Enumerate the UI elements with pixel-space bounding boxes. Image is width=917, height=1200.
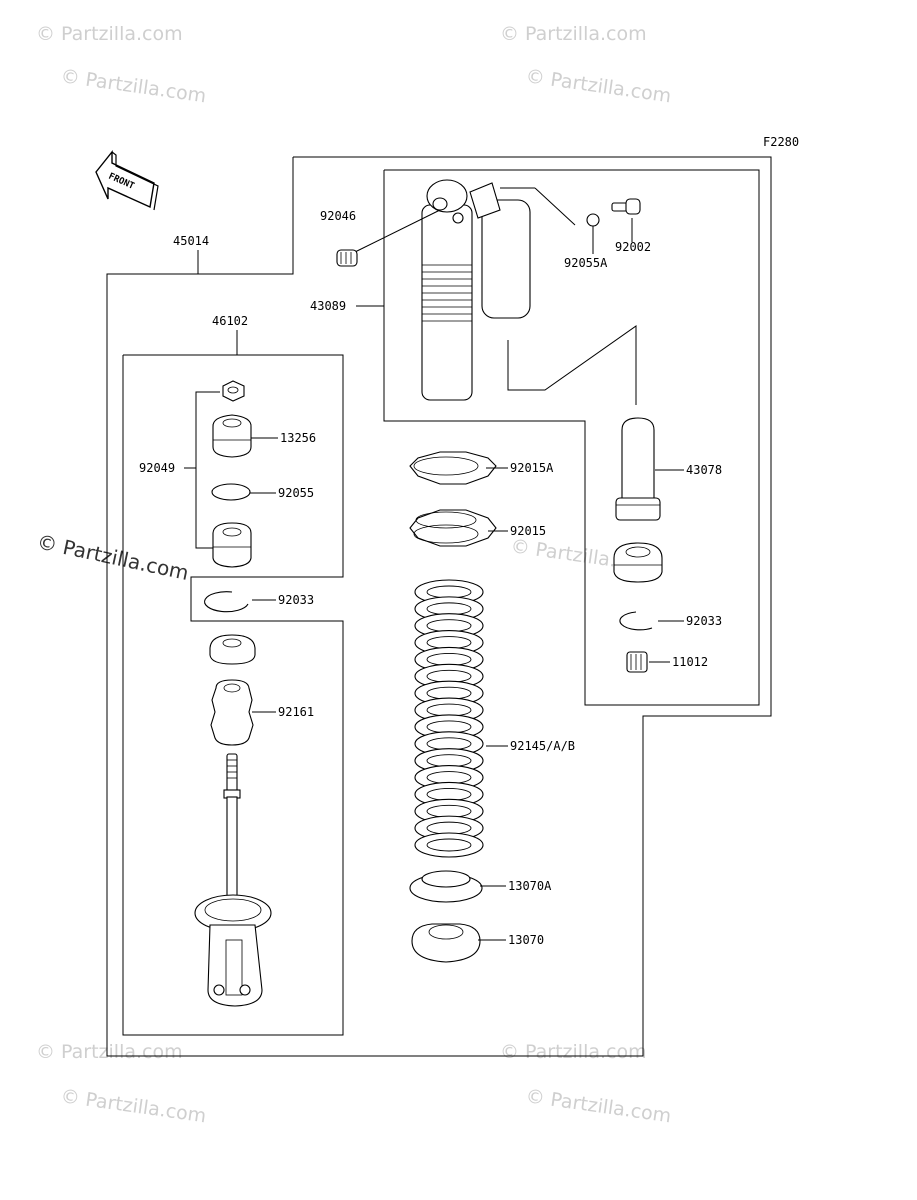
label-45014: 45014 <box>173 234 209 248</box>
label-13070: 13070 <box>508 933 544 947</box>
watermark: © Partzilla.com <box>500 1041 647 1063</box>
watermark: © Partzilla.com <box>500 23 647 45</box>
watermark: © Partzilla.com <box>524 65 672 107</box>
part-11012 <box>626 651 648 673</box>
label-92055: 92055 <box>278 486 314 500</box>
spring-coil-inner <box>426 653 472 666</box>
part-92015 <box>409 509 497 547</box>
spring-coil-inner <box>426 821 472 835</box>
label-92046: 92046 <box>320 209 356 223</box>
label-13256: 13256 <box>280 431 316 445</box>
spring-coil-inner <box>426 720 472 734</box>
part-92046 <box>336 249 358 267</box>
spring-coil-inner <box>426 686 472 700</box>
label-46102: 46102 <box>212 314 248 328</box>
watermark: © Partzilla.com <box>59 65 207 107</box>
part-13070 <box>411 923 481 963</box>
watermark: © Partzilla.com <box>36 1041 183 1063</box>
label-92002: 92002 <box>615 240 651 254</box>
spring-coil-inner <box>426 602 472 616</box>
watermark: © Partzilla.com <box>36 23 183 45</box>
part-92033-left <box>204 591 249 613</box>
spring-coil-inner <box>426 619 472 633</box>
label-92015: 92015 <box>510 524 546 538</box>
part-reservoir-seal <box>613 542 663 583</box>
spring-coil-inner <box>426 636 472 650</box>
assembly-outline-43089 <box>383 169 760 706</box>
part-92161 <box>210 679 254 746</box>
assembly-outline-46102 <box>122 354 344 1036</box>
watermark: © Partzilla.com <box>35 529 191 585</box>
shock-body-43089 <box>421 179 531 401</box>
part-labels: 45014 46102 43089 92046 92002 92055A 132… <box>139 209 722 947</box>
label-13070A: 13070A <box>508 879 552 893</box>
assembly-outline-45014 <box>106 156 772 1057</box>
spring-coil-inner <box>426 669 472 683</box>
part-92033-right <box>619 611 653 631</box>
label-92145-a-b: 92145/A/B <box>510 739 575 753</box>
part-seal-lower <box>212 522 252 568</box>
label-92015A: 92015A <box>510 461 554 475</box>
spring-coil-inner <box>426 754 472 768</box>
label-43078: 43078 <box>686 463 722 477</box>
label-92161: 92161 <box>278 705 314 719</box>
label-43089: 43089 <box>310 299 346 313</box>
part-13256 <box>212 414 252 458</box>
label-92033: 92033 <box>278 593 314 607</box>
spring-coil-inner <box>426 838 472 852</box>
part-92002 <box>611 198 641 215</box>
figure-code: F2280 <box>763 135 799 149</box>
part-92055A <box>586 213 600 227</box>
spring-coil-inner <box>426 804 472 818</box>
spring-coil-inner <box>426 737 472 751</box>
spring-coil-inner <box>426 585 472 599</box>
spring-coil-inner <box>426 787 472 801</box>
label-92055A: 92055A <box>564 256 608 270</box>
front-arrow-icon: FRONT <box>95 150 159 211</box>
part-nut <box>222 380 245 402</box>
watermark: © Partzilla.com <box>59 1085 207 1127</box>
part-92145-spring <box>414 579 484 858</box>
part-92055 <box>211 483 251 501</box>
damper-rod <box>194 753 272 1007</box>
label-92049: 92049 <box>139 461 175 475</box>
part-bump-cap <box>209 634 256 665</box>
part-43078 <box>615 417 661 521</box>
spring-coil-inner <box>426 703 472 717</box>
label-11012: 11012 <box>672 655 708 669</box>
part-92015A <box>409 451 497 485</box>
part-13070A <box>409 870 483 903</box>
watermark: © Partzilla.com <box>524 1085 672 1127</box>
spring-coil-inner <box>426 771 472 784</box>
label-92033-right: 92033 <box>686 614 722 628</box>
